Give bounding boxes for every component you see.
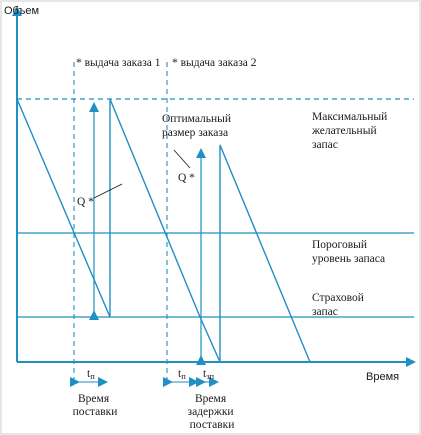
x-axis-label: Время bbox=[366, 371, 399, 383]
max-level-line1: Максимальный bbox=[312, 111, 387, 123]
delay-time-label: Время задержки поставки bbox=[188, 393, 237, 431]
optimal-order-line2: размер заказа bbox=[162, 127, 228, 139]
order2-label: * выдача заказа 2 bbox=[172, 57, 257, 69]
safety-level-line1: Страховой bbox=[312, 292, 364, 304]
tp-label-2: tп bbox=[178, 368, 186, 381]
threshold-level-line1: Пороговый bbox=[312, 239, 367, 251]
y-axis-label: Объем bbox=[4, 5, 39, 17]
stock-sawtooth-1 bbox=[16, 98, 221, 363]
threshold-level-line2: уровень запаса bbox=[312, 253, 385, 265]
q-pointer-2 bbox=[173, 149, 191, 169]
q-label-1: Q * bbox=[77, 196, 94, 208]
max-level-line2: желательный bbox=[311, 125, 377, 137]
stock-sawtooth-2 bbox=[219, 144, 311, 363]
delay-time-line3: поставки bbox=[190, 419, 235, 431]
safety-level-line2: запас bbox=[312, 306, 338, 318]
delivery-time-line2: поставки bbox=[73, 406, 118, 418]
q-label-2: Q * bbox=[178, 172, 195, 184]
optimal-order-line1: Оптимальный bbox=[162, 113, 231, 125]
delivery-time-label: Время поставки bbox=[73, 393, 118, 418]
order1-label: * выдача заказа 1 bbox=[76, 57, 161, 69]
max-level-label: Максимальный желательный запас bbox=[311, 111, 390, 151]
q-pointer-1 bbox=[93, 183, 123, 199]
optimal-order-label: Оптимальный размер заказа bbox=[162, 113, 234, 139]
delay-time-line2: задержки bbox=[188, 406, 234, 418]
tzp-label: tзп bbox=[203, 368, 215, 381]
tp-label-1: tп bbox=[87, 368, 95, 381]
delivery-time-line1: Время bbox=[78, 393, 110, 405]
safety-level-label: Страховой запас bbox=[312, 292, 367, 318]
max-level-line3: запас bbox=[312, 139, 338, 151]
delay-time-line1: Время bbox=[195, 393, 227, 405]
threshold-level-label: Пороговый уровень запаса bbox=[312, 239, 385, 265]
